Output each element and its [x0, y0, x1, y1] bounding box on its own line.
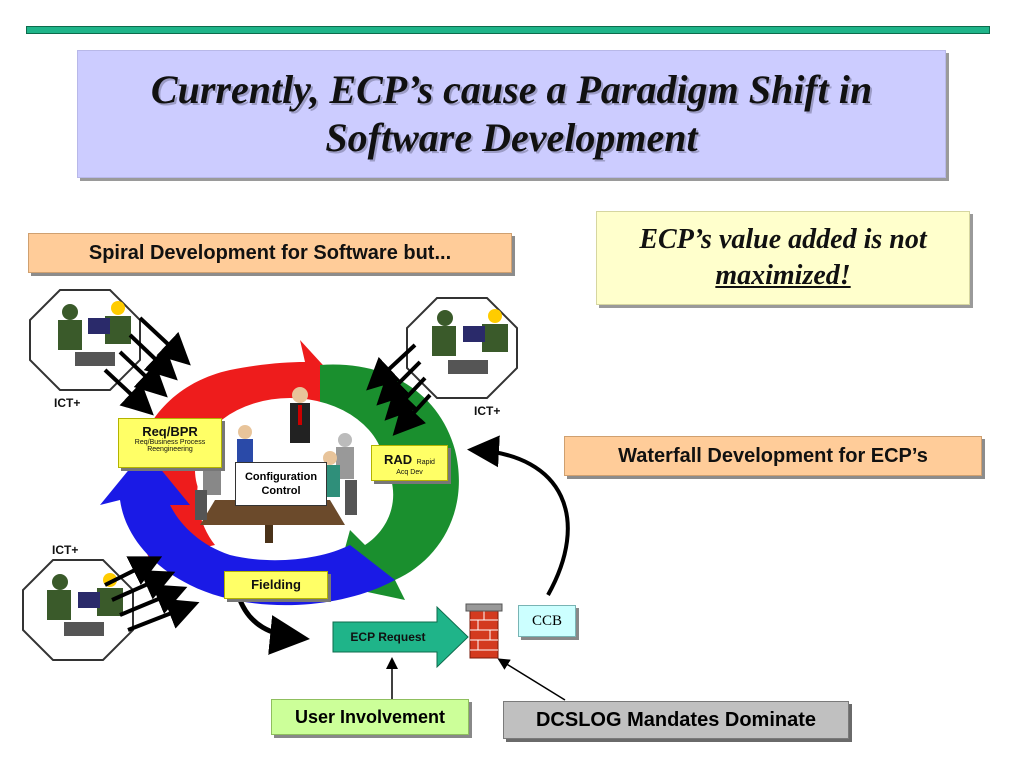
ict-label-top-left: ICT+: [54, 396, 81, 410]
fielding-to-ecp-arrow: [237, 599, 310, 655]
input-arrows-bottom-left: [104, 556, 200, 632]
team-computer-icon-top-right: [406, 297, 518, 399]
req-bpr-title: Req/BPR: [142, 424, 198, 439]
rad-sub2: Acq Dev: [396, 469, 423, 476]
user-involvement-box: User Involvement: [271, 699, 469, 735]
ecp-request-arrow: [332, 605, 469, 669]
blue-cycle-arrow: [100, 450, 395, 606]
req-bpr-subtitle-1: Req/Business Process: [134, 439, 206, 446]
input-arrows-top-right: [366, 343, 432, 436]
dcslog-mandates-box: DCSLOG Mandates Dominate: [503, 701, 849, 739]
top-divider-bar: [26, 26, 990, 34]
input-arrows-top-left: [103, 316, 191, 416]
brick-wall-icon: [465, 603, 503, 659]
value-note-line1: ECP’s value added is not: [639, 224, 927, 255]
ecp-request-label: ECP Request: [350, 630, 426, 644]
rad-title: RAD: [384, 452, 413, 467]
rad-box: RAD Rapid Acq Dev: [371, 445, 448, 481]
ccb-feedback-arrow: [467, 435, 570, 596]
ict-label-bottom-left: ICT+: [52, 543, 79, 557]
slide-title-box: Currently, ECP’s cause a Paradigm Shift …: [77, 50, 946, 178]
waterfall-development-label: Waterfall Development for ECP’s: [564, 436, 982, 476]
slide-title: Currently, ECP’s cause a Paradigm Shift …: [150, 67, 873, 160]
value-added-note: ECP’s value added is not maximized!: [596, 211, 970, 305]
configuration-control-box: Configuration Control: [235, 462, 327, 506]
team-computer-icon-top-left: [29, 289, 141, 391]
ict-label-top-right: ICT+: [474, 404, 501, 418]
dcslog-pointer: [497, 658, 566, 701]
req-bpr-subtitle-2: Reengineering: [147, 446, 193, 453]
meeting-table: [200, 500, 345, 525]
fielding-box: Fielding: [224, 571, 328, 599]
value-note-line2: maximized!: [715, 260, 851, 291]
spiral-development-label: Spiral Development for Software but...: [28, 233, 512, 273]
team-computer-icon-bottom-left: [22, 559, 134, 661]
rad-sub1: Rapid: [416, 459, 435, 466]
ccb-box: CCB: [518, 605, 576, 637]
req-bpr-box: Req/BPR Req/Business Process Reengineeri…: [118, 418, 222, 468]
